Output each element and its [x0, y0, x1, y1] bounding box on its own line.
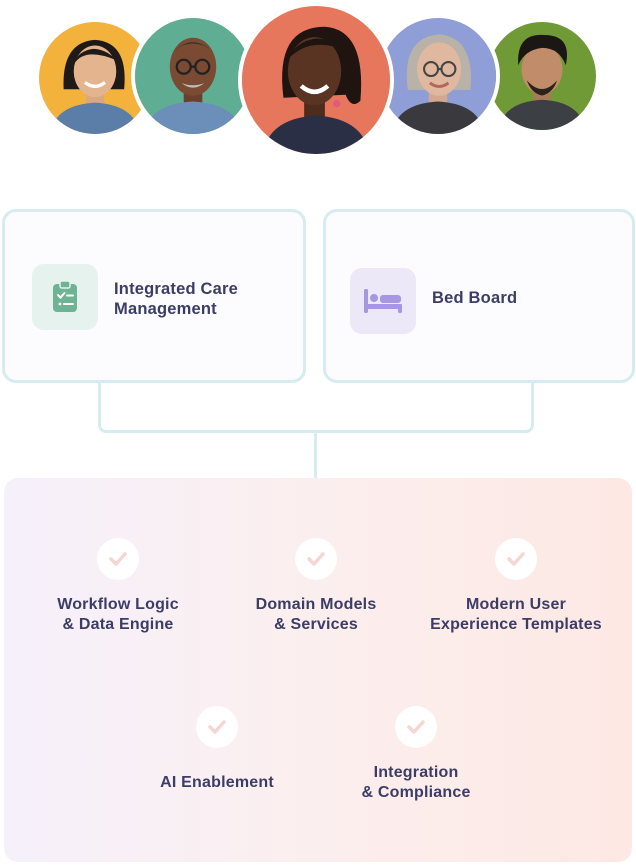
- connector-stem: [314, 430, 317, 478]
- feature-label: Domain Models & Services: [255, 596, 377, 633]
- platform-capabilities-panel: Workflow Logic & Data Engine Domain Mode…: [4, 478, 632, 862]
- avatar-woman-braids: [242, 6, 390, 154]
- team-avatar-group: [0, 0, 636, 160]
- connector-bracket: [98, 382, 534, 433]
- avatar-man-glasses: [135, 18, 251, 134]
- feature-label: Modern User Experience Templates: [430, 596, 602, 633]
- avatar: [131, 14, 255, 138]
- check-icon: [495, 538, 537, 580]
- check-icon: [97, 538, 139, 580]
- check-icon: [295, 538, 337, 580]
- feature-label: Workflow Logic & Data Engine: [57, 596, 179, 633]
- avatar: [376, 14, 500, 138]
- avatar-man-curly-hair: [488, 22, 596, 130]
- module-label: Bed Board: [432, 289, 518, 307]
- avatar: [484, 18, 600, 134]
- module-icon-tile: [350, 268, 416, 334]
- module-icon-tile: [32, 264, 98, 330]
- avatar: [35, 18, 155, 138]
- feature-label: Integration & Compliance: [361, 764, 471, 801]
- avatar-woman-smiling: [39, 22, 151, 134]
- avatar-woman-gray-hair: [380, 18, 496, 134]
- module-label: Integrated Care Management: [114, 280, 239, 318]
- bed-icon: [364, 289, 402, 313]
- avatar: [238, 2, 394, 158]
- feature-label: AI Enablement: [160, 774, 274, 791]
- check-icon: [196, 706, 238, 748]
- module-card-bed-board[interactable]: Bed Board: [323, 209, 635, 383]
- check-icon: [395, 706, 437, 748]
- clipboard-check-icon: [53, 280, 77, 312]
- module-card-integrated-care[interactable]: Integrated Care Management: [2, 209, 306, 383]
